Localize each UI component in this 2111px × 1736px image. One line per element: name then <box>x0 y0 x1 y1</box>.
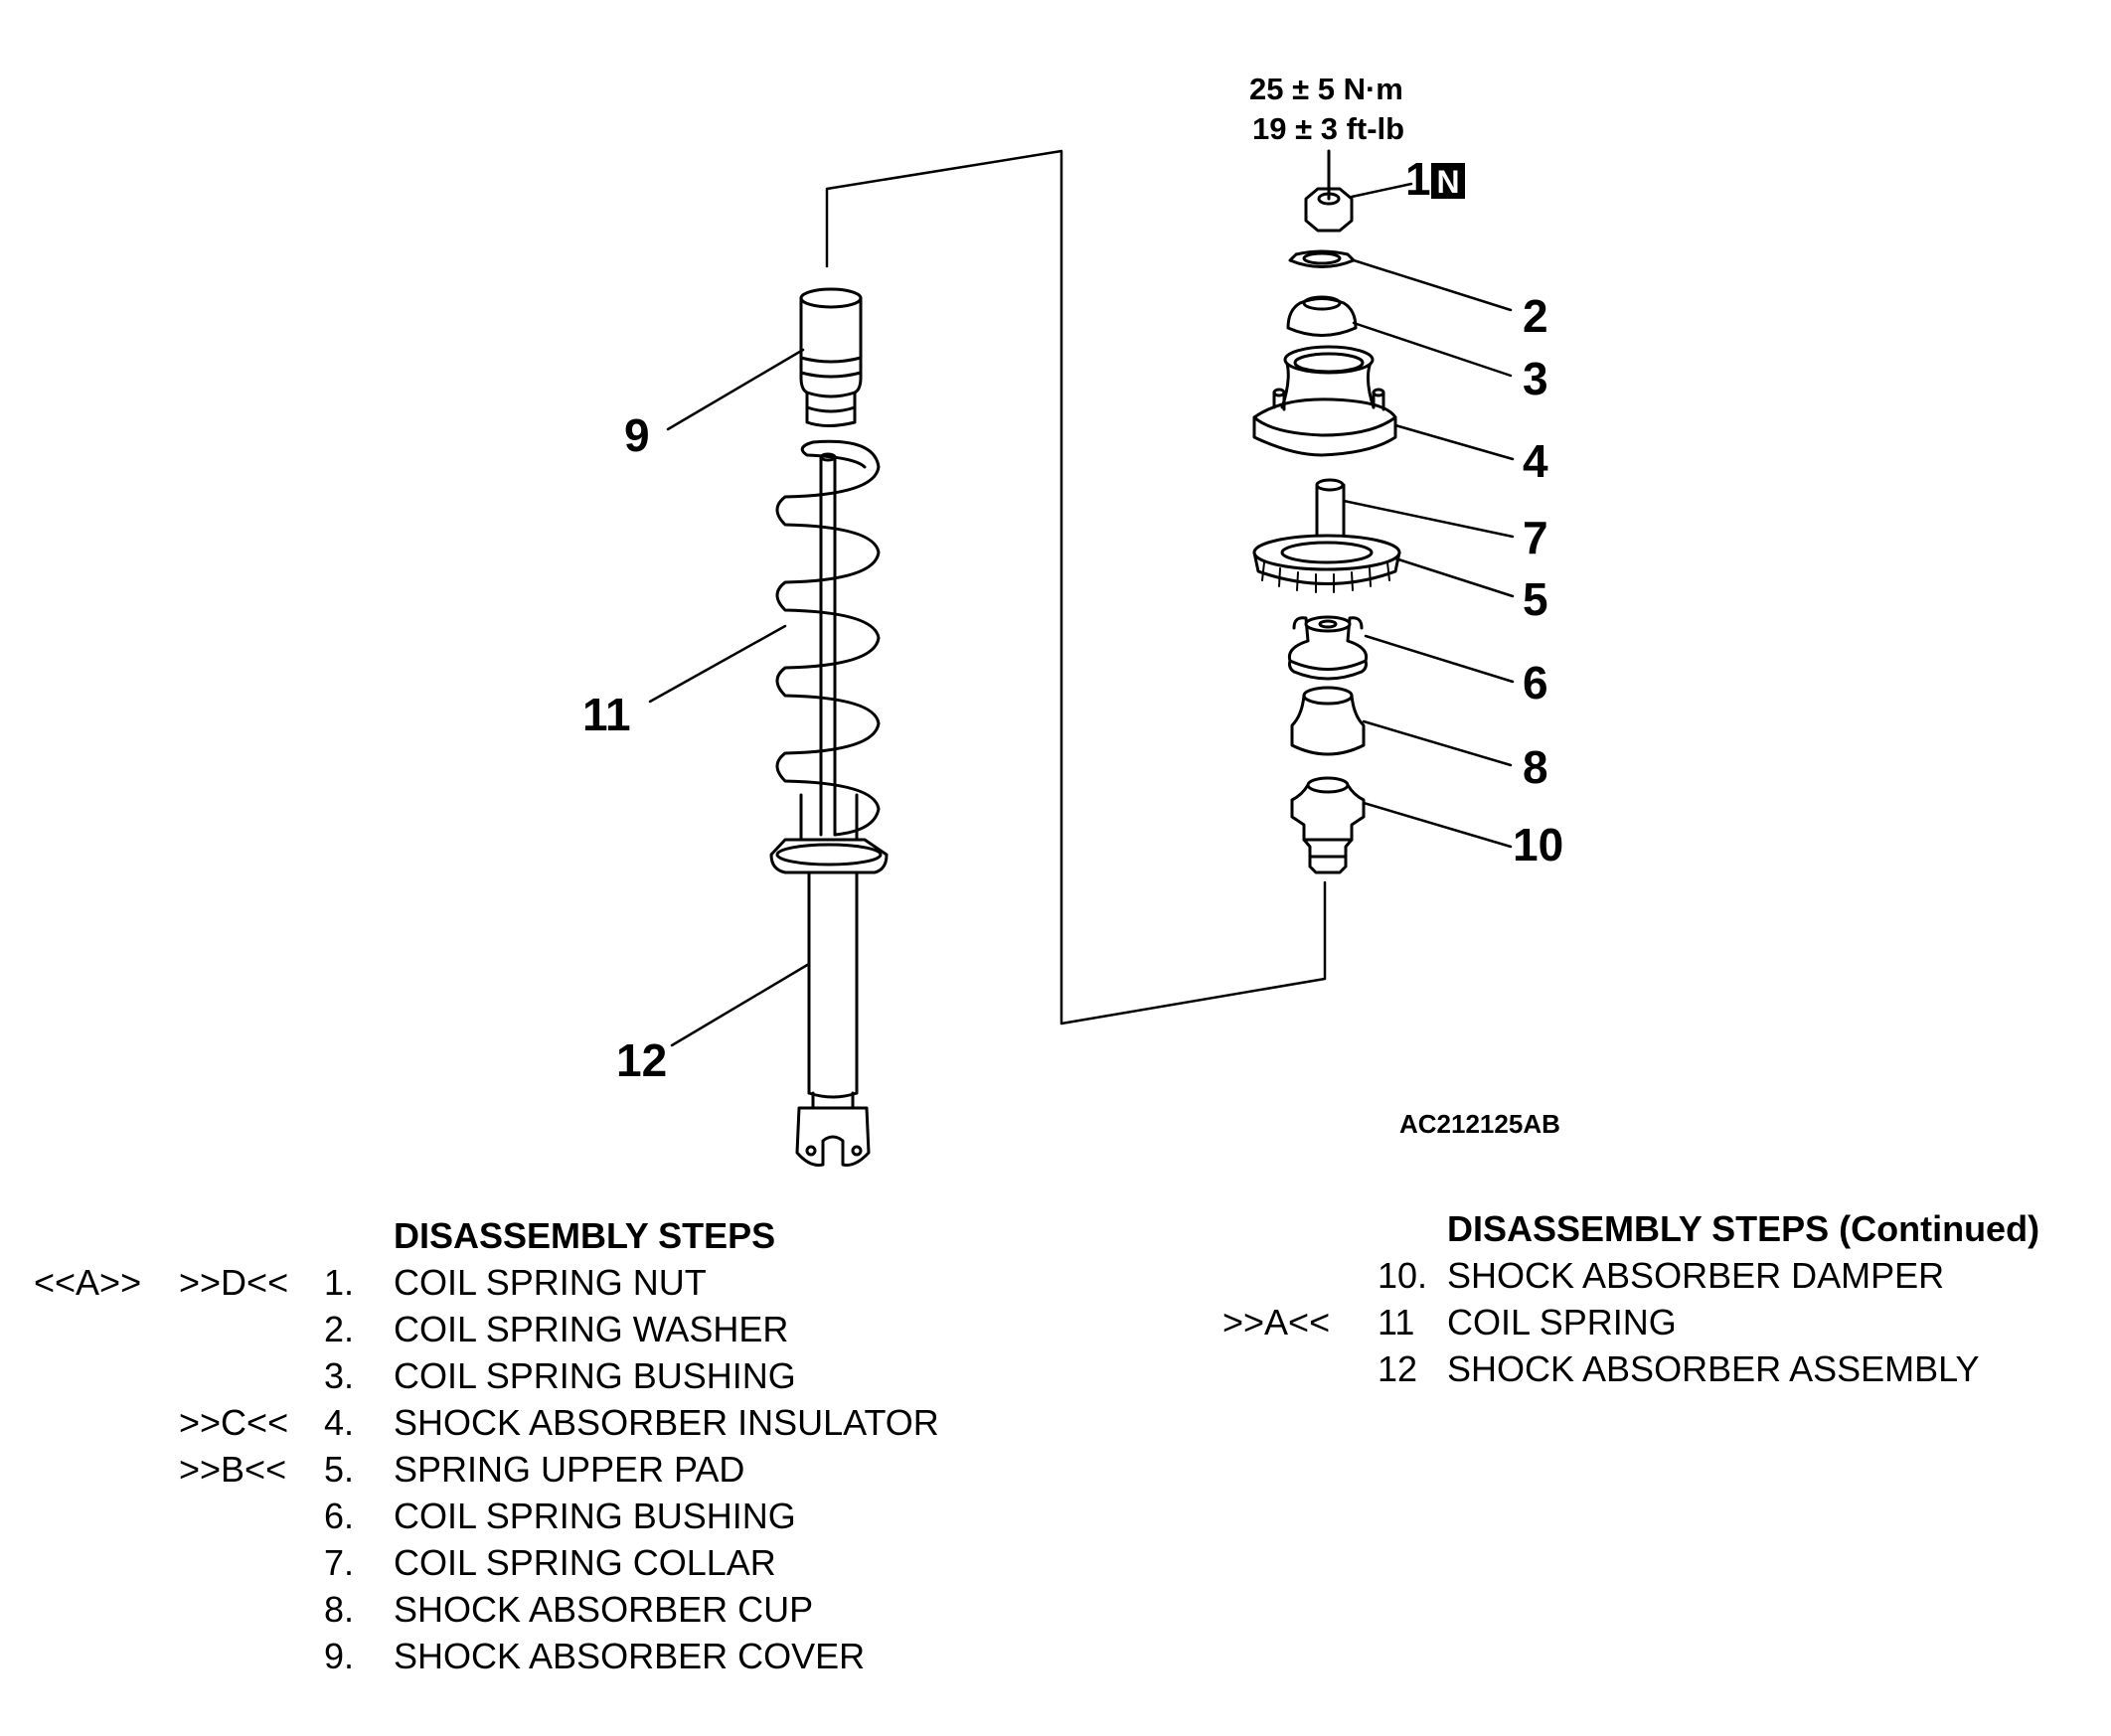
step-text: COIL SPRING BUSHING <box>394 1496 796 1536</box>
leader-9 <box>666 348 805 431</box>
callout-3: 3 <box>1523 353 1548 404</box>
step-text: SHOCK ABSORBER COVER <box>394 1636 866 1676</box>
step-row: 2. COIL SPRING WASHER <box>0 1306 1024 1352</box>
step-number: 1. <box>324 1262 355 1303</box>
leader-10 <box>1362 801 1513 849</box>
assembly-connector-line <box>825 149 1327 1026</box>
callout-6: 6 <box>1523 657 1548 709</box>
step-text: SHOCK ABSORBER ASSEMBLY <box>1447 1348 1980 1389</box>
callout-5: 5 <box>1523 573 1548 625</box>
disassembly-steps-right: DISASSEMBLY STEPS (Continued) 10. SHOCK A… <box>1222 1200 2107 1399</box>
steps-continued-title: DISASSEMBLY STEPS (Continued) <box>1447 1208 2040 1249</box>
callout-9: 9 <box>624 409 650 461</box>
step-number: 12 <box>1378 1348 1418 1389</box>
step-row: 3. COIL SPRING BUSHING <box>0 1352 1024 1399</box>
step-text: COIL SPRING COLLAR <box>394 1542 776 1583</box>
service-ref-right: >>B<< <box>179 1449 287 1490</box>
service-ref-right: >>D<< <box>179 1262 289 1303</box>
leader-5 <box>1393 556 1515 598</box>
step-text: COIL SPRING <box>1447 1302 1677 1342</box>
torque-metric: 25 ± 5 N·m <box>1249 72 1403 106</box>
step-row: <<A>> >>D<< 1. COIL SPRING NUT <box>0 1259 1024 1306</box>
coil-spring-nut-part <box>1304 149 1354 233</box>
coil-spring-washer-part <box>1288 249 1356 268</box>
shock-absorber-damper-part <box>1290 776 1366 874</box>
torque-imperial: 19 ± 3 ft-lb <box>1252 111 1404 146</box>
shock-absorber-cover-part <box>799 287 863 427</box>
step-number: 7. <box>324 1542 355 1583</box>
exploded-view-diagram: N 25 ± 5 N·m 19 ± 3 ft-lb 1 2 3 4 7 5 6 … <box>582 72 1563 1167</box>
step-text: SHOCK ABSORBER CUP <box>394 1589 814 1630</box>
step-row: 7. COIL SPRING COLLAR <box>0 1539 1024 1586</box>
step-text: SPRING UPPER PAD <box>394 1449 745 1490</box>
callout-12: 12 <box>616 1034 667 1086</box>
leader-7 <box>1342 499 1515 539</box>
step-text: SHOCK ABSORBER INSULATOR <box>394 1402 939 1443</box>
shock-absorber-assembly-part <box>795 870 871 1167</box>
service-ref-right: >>C<< <box>179 1402 289 1443</box>
step-row: 9. SHOCK ABSORBER COVER <box>0 1633 1024 1679</box>
step-row: >>C<< 4. SHOCK ABSORBER INSULATOR <box>0 1399 1024 1446</box>
shock-absorber-cup-part <box>1290 686 1366 756</box>
step-row: 8. SHOCK ABSORBER CUP <box>0 1586 1024 1633</box>
step-text: SHOCK ABSORBER DAMPER <box>1447 1255 1945 1296</box>
leader-11 <box>648 624 787 704</box>
step-row: 12 SHOCK ABSORBER ASSEMBLY <box>1222 1345 2107 1392</box>
leader-1 <box>1350 182 1413 199</box>
step-text: COIL SPRING WASHER <box>394 1309 789 1349</box>
steps-title: DISASSEMBLY STEPS <box>394 1215 776 1256</box>
coil-spring-part <box>775 439 881 842</box>
step-row: >>B<< 5. SPRING UPPER PAD <box>0 1446 1024 1493</box>
service-ref-left: <<A>> <box>34 1262 142 1303</box>
callout-7: 7 <box>1523 512 1548 563</box>
step-number: 3. <box>324 1355 355 1396</box>
leader-2 <box>1352 258 1513 312</box>
step-text: COIL SPRING NUT <box>394 1262 707 1303</box>
leader-6 <box>1364 634 1515 684</box>
callout-2: 2 <box>1523 290 1548 342</box>
figure-id: AC212125AB <box>1399 1109 1560 1139</box>
callout-10: 10 <box>1513 819 1563 870</box>
coil-spring-bushing-upper-part <box>1286 295 1358 337</box>
new-part-mark: N <box>1436 164 1459 200</box>
step-number: 9. <box>324 1636 355 1676</box>
step-row: 6. COIL SPRING BUSHING <box>0 1493 1024 1539</box>
leader-4 <box>1393 423 1515 461</box>
step-row: >>A<< 11 COIL SPRING <box>1222 1299 2107 1345</box>
spring-upper-pad-part <box>1252 534 1401 593</box>
leader-8 <box>1362 719 1513 767</box>
leader-3 <box>1352 321 1513 378</box>
coil-spring-bushing-lower-part <box>1287 615 1369 681</box>
step-number: 11 <box>1378 1302 1415 1342</box>
step-number: 4. <box>324 1402 355 1443</box>
new-part-box <box>1431 163 1465 199</box>
shock-absorber-insulator-part <box>1252 345 1397 457</box>
service-ref: >>A<< <box>1222 1302 1331 1342</box>
step-text: COIL SPRING BUSHING <box>394 1355 796 1396</box>
step-number: 5. <box>324 1449 355 1490</box>
callout-4: 4 <box>1523 435 1548 487</box>
step-row: 10. SHOCK ABSORBER DAMPER <box>1222 1252 2107 1299</box>
disassembly-steps-left: DISASSEMBLY STEPS <<A>> >>D<< 1. COIL SPRIN… <box>0 1207 1024 1704</box>
spring-seat <box>769 838 889 874</box>
callout-8: 8 <box>1523 741 1548 793</box>
step-number: 6. <box>324 1496 355 1536</box>
callout-1: 1 <box>1405 153 1431 205</box>
step-number: 2. <box>324 1309 355 1349</box>
leader-12 <box>670 962 811 1047</box>
callout-11: 11 <box>582 689 631 740</box>
step-number: 10. <box>1378 1255 1428 1296</box>
step-number: 8. <box>324 1589 355 1630</box>
